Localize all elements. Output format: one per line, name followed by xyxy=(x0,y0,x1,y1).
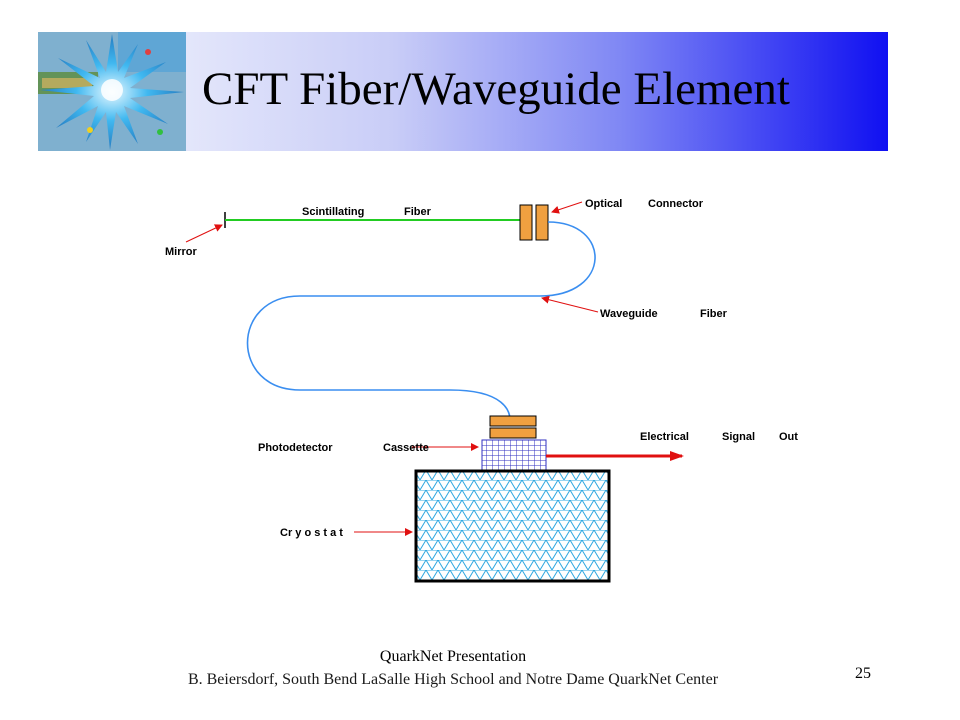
cryostat-box xyxy=(414,469,611,583)
waveguide-pointer xyxy=(541,295,599,313)
starburst-logo-icon xyxy=(38,32,186,151)
cassette-cap-top xyxy=(489,415,537,427)
connector-pointer xyxy=(551,201,583,214)
label-photodetector: Photodetector xyxy=(258,442,333,454)
label-fiber-top: Fiber xyxy=(404,206,432,218)
label-optical: Optical xyxy=(585,198,622,210)
photodetector-cassette xyxy=(481,439,547,472)
footer-presentation: QuarkNet Presentation xyxy=(379,648,527,665)
label-fiber-mid: Fiber xyxy=(700,308,728,320)
label-cryostat: Cr y o s t a t xyxy=(280,527,343,539)
label-out: Out xyxy=(779,431,798,443)
optical-connector-left xyxy=(519,204,533,241)
optical-connector-right xyxy=(535,204,549,241)
label-mirror: Mirror xyxy=(165,246,198,258)
mirror-pointer xyxy=(185,224,223,243)
label-connector: Connector xyxy=(648,198,704,210)
cassette-cap-bottom xyxy=(489,427,537,439)
label-cassette: Cassette xyxy=(383,442,429,454)
label-electrical: Electrical xyxy=(640,431,689,443)
slide-title: CFT Fiber/Waveguide Element xyxy=(202,63,790,115)
title-banner xyxy=(180,32,888,151)
page-number: 25 xyxy=(855,665,871,682)
label-waveguide: Waveguide xyxy=(600,308,658,320)
footer-author: B. Beiersdorf, South Bend LaSalle High S… xyxy=(187,671,719,688)
label-scintillating: Scintillating xyxy=(302,206,364,218)
waveguide-fiber xyxy=(246,221,596,421)
label-signal: Signal xyxy=(722,431,755,443)
